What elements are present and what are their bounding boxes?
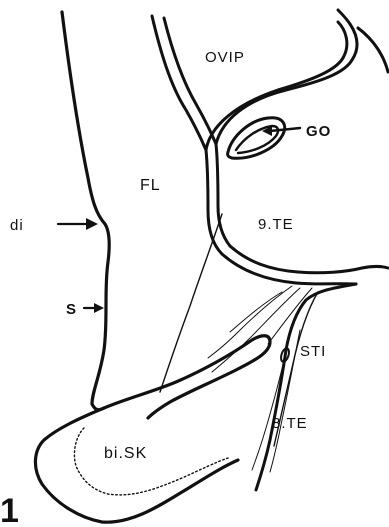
s-arrowhead [94,303,104,313]
right-margin-contour [358,28,388,72]
label-s: S [66,301,77,318]
fibre-line-4 [230,292,282,332]
bisk-lower-lobe [35,408,238,522]
sti-right-contour [256,284,356,490]
te9-lower-curve-outer [222,254,356,284]
gonopore-loop [228,118,285,159]
central-wall-right [216,144,230,246]
ovip-upper-curve [216,10,357,144]
label-8te: 8.TE [272,415,308,432]
label-go: GO [306,123,331,140]
label-ovip: OVIP [205,49,245,66]
ovip-duct-left-wall [152,16,206,150]
label-9te: 9.TE [258,216,294,233]
label-bisk: bi.SK [104,445,147,462]
bisk-outline [104,336,270,418]
label-sti: STI [300,343,326,360]
di-arrowhead [86,218,98,230]
go-pointer-arrow [270,128,300,131]
label-fl: FL [140,177,161,194]
label-di: di [10,217,24,234]
te9-lower-curve-inner [230,246,388,273]
body-outline [62,12,109,410]
fibre-line-1 [208,286,292,358]
bisk-dotted-inner [74,428,228,495]
figure-number: 1 [0,492,20,527]
